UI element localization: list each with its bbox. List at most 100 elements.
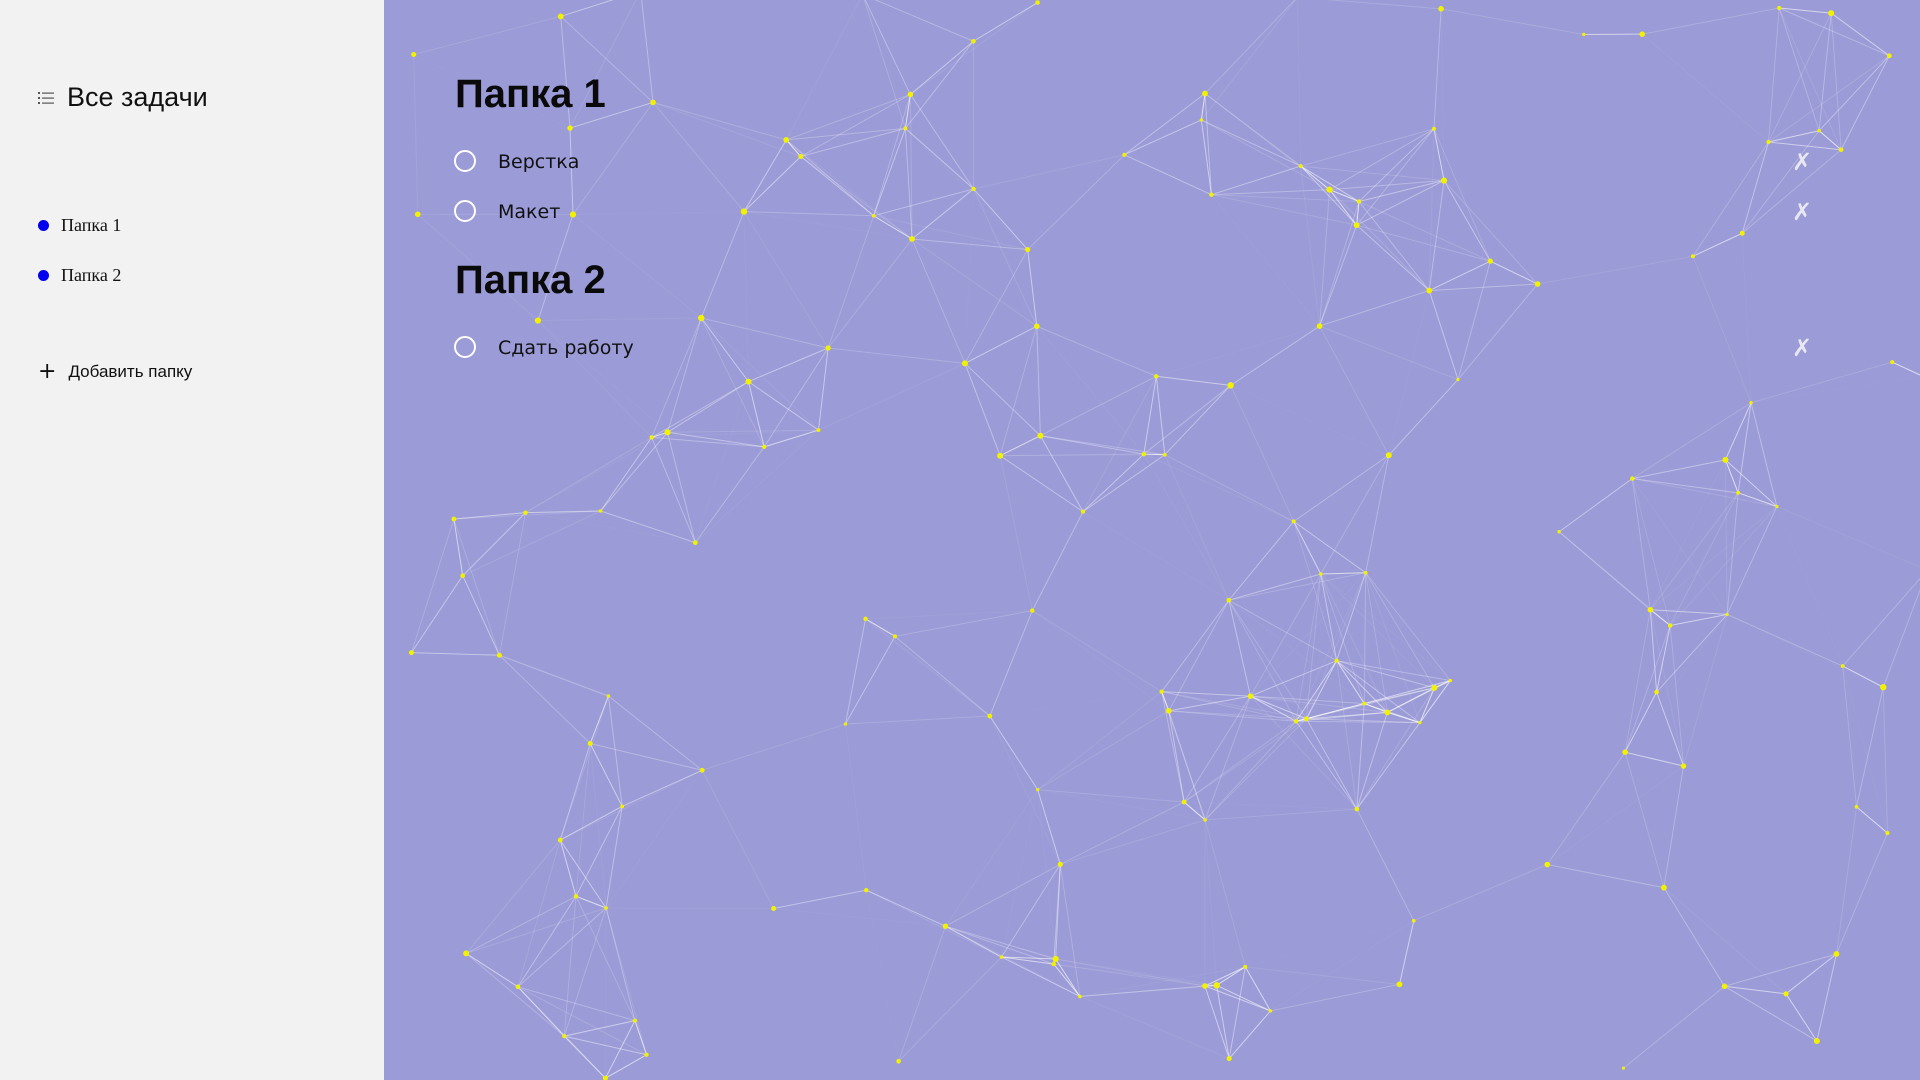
network-link bbox=[605, 806, 623, 909]
network-link bbox=[1750, 402, 1778, 507]
network-node bbox=[1557, 530, 1561, 534]
network-link bbox=[701, 317, 829, 349]
network-link bbox=[1428, 290, 1459, 380]
network-link bbox=[517, 896, 577, 988]
network-link bbox=[572, 211, 744, 216]
network-link bbox=[785, 139, 874, 217]
network-node bbox=[1854, 805, 1859, 809]
network-link bbox=[1365, 572, 1421, 723]
network-node bbox=[698, 314, 705, 322]
network-link bbox=[1724, 953, 1837, 987]
network-link bbox=[1558, 531, 1651, 611]
network-node bbox=[1025, 246, 1031, 253]
network-link bbox=[865, 618, 896, 637]
network-link bbox=[1211, 194, 1360, 202]
network-node bbox=[1667, 623, 1673, 628]
group-title: Папка 1 bbox=[455, 72, 606, 116]
network-node bbox=[644, 1052, 649, 1057]
network-node bbox=[1736, 490, 1741, 495]
add-folder-button[interactable]: + Добавить папку bbox=[38, 361, 192, 383]
network-link bbox=[1546, 765, 1684, 865]
task-label: Макет bbox=[498, 201, 561, 223]
network-link bbox=[1037, 789, 1206, 821]
task-checkbox[interactable] bbox=[454, 150, 476, 172]
network-link bbox=[1656, 614, 1728, 693]
network-link bbox=[1204, 985, 1230, 1059]
network-node bbox=[1213, 982, 1220, 989]
network-link bbox=[1632, 478, 1739, 494]
network-link bbox=[1785, 953, 1837, 995]
network-link bbox=[1649, 609, 1685, 767]
delete-icon[interactable]: ✗ bbox=[1792, 334, 1813, 362]
network-link bbox=[1053, 864, 1061, 965]
network-link bbox=[800, 156, 913, 240]
network-link bbox=[1161, 691, 1170, 712]
network-link bbox=[1230, 385, 1295, 522]
folder-item-2[interactable]: Папка 2 bbox=[38, 250, 121, 300]
network-link bbox=[453, 518, 464, 576]
network-link bbox=[785, 139, 802, 157]
network-link bbox=[1204, 93, 1302, 167]
network-link bbox=[743, 211, 749, 382]
network-node bbox=[1384, 709, 1391, 716]
network-node bbox=[1202, 983, 1208, 989]
network-link bbox=[1656, 625, 1671, 693]
network-link bbox=[1001, 864, 1061, 958]
network-node bbox=[1052, 955, 1059, 963]
network-link bbox=[1183, 801, 1206, 821]
main-panel: Папка 1 Верстка ✗ Макет ✗ Папка 2 Сдать … bbox=[384, 0, 1920, 1080]
delete-icon[interactable]: ✗ bbox=[1792, 148, 1813, 176]
network-node bbox=[496, 652, 502, 658]
all-tasks-link[interactable]: Все задачи bbox=[38, 82, 208, 113]
network-node bbox=[1833, 951, 1840, 957]
network-link bbox=[748, 381, 819, 431]
network-node bbox=[771, 905, 777, 911]
network-node bbox=[1165, 708, 1172, 714]
network-link bbox=[604, 908, 607, 1079]
network-link bbox=[1204, 695, 1251, 821]
network-link bbox=[537, 320, 668, 433]
network-link bbox=[1692, 256, 1752, 403]
task-checkbox[interactable] bbox=[454, 200, 476, 222]
network-link bbox=[1000, 454, 1165, 457]
network-link bbox=[1631, 478, 1651, 610]
network-link bbox=[1250, 695, 1358, 810]
network-link bbox=[1336, 660, 1365, 704]
sidebar: Все задачи Папка 1 Папка 2 + Добавить па… bbox=[0, 0, 384, 1080]
network-link bbox=[1358, 201, 1430, 291]
network-link bbox=[1300, 165, 1360, 202]
network-node bbox=[864, 887, 869, 893]
network-link bbox=[1429, 283, 1538, 292]
network-node bbox=[602, 1075, 608, 1080]
network-link bbox=[1228, 600, 1251, 697]
network-link bbox=[1082, 453, 1145, 513]
network-node bbox=[1880, 684, 1887, 691]
network-link bbox=[786, 93, 911, 141]
network-node bbox=[1353, 222, 1360, 229]
network-link bbox=[1155, 376, 1166, 455]
network-link bbox=[945, 925, 1081, 997]
network-link bbox=[462, 510, 601, 577]
task-checkbox[interactable] bbox=[454, 336, 476, 358]
network-node bbox=[1141, 451, 1147, 457]
network-node bbox=[451, 516, 457, 522]
folder-item-1[interactable]: Папка 1 bbox=[38, 200, 121, 250]
network-node bbox=[1226, 597, 1232, 603]
network-link bbox=[1320, 573, 1451, 681]
network-link bbox=[911, 188, 974, 240]
network-node bbox=[1680, 763, 1687, 769]
network-link bbox=[1778, 7, 1820, 131]
network-link bbox=[1641, 33, 1769, 143]
network-link bbox=[1336, 660, 1421, 724]
network-link bbox=[1724, 985, 1787, 995]
network-link bbox=[1724, 402, 1752, 461]
network-link bbox=[1320, 573, 1338, 661]
network-node bbox=[414, 211, 421, 218]
network-node bbox=[460, 573, 466, 578]
network-link bbox=[786, 127, 906, 141]
network-link bbox=[465, 839, 561, 954]
network-link bbox=[743, 139, 787, 212]
network-link bbox=[873, 188, 974, 217]
delete-icon[interactable]: ✗ bbox=[1792, 198, 1813, 226]
network-link bbox=[1818, 130, 1842, 151]
